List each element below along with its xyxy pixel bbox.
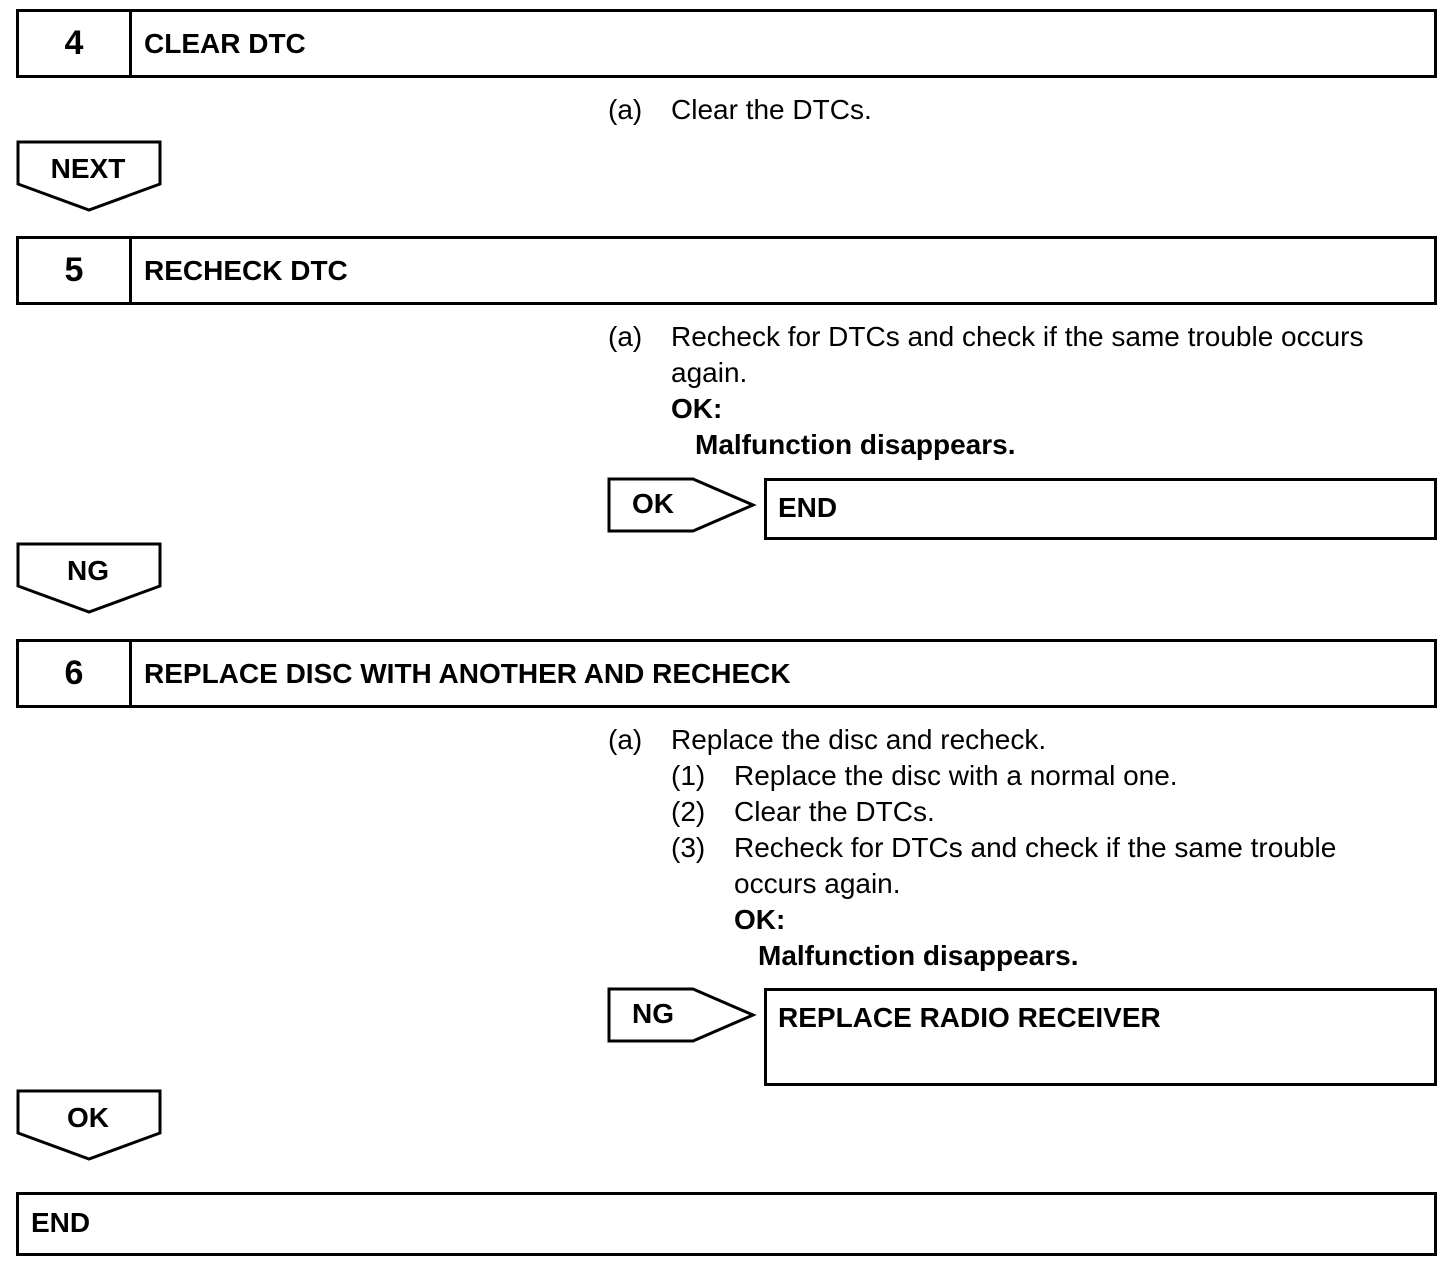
next-arrow-label: NEXT [50,153,126,184]
step-5-ok-label: OK: [671,393,723,424]
replace-radio-receiver-box: REPLACE RADIO RECEIVER [764,988,1437,1086]
ok-arrow-shape [16,1089,162,1161]
ok-arrow-label: OK [67,1102,109,1133]
step-6-sub-1-text: Replace the disc with a normal one. [734,760,1178,791]
end-result-label: END [778,492,838,523]
step-5-header: 5 RECHECK DTC [16,236,1437,305]
step-5-a-marker: (a) [608,321,643,352]
step-4-a-text: Clear the DTCs. [671,94,872,125]
step-6-sub-3-text: Recheck for DTCs and check if the same t… [734,832,1337,863]
step-6-header: 6 REPLACE DISC WITH ANOTHER AND RECHECK [16,639,1437,708]
step-title: CLEAR DTC [144,27,306,59]
step-5-a-line1: Recheck for DTCs and check if the same t… [671,321,1364,352]
step-6-sub-1-marker: (1) [671,760,706,791]
replace-radio-receiver-label: REPLACE RADIO RECEIVER [778,1002,1161,1033]
final-end-box: END [16,1192,1437,1256]
step-6-sub-3-marker: (3) [671,832,706,863]
next-arrow-shape [16,140,162,212]
step-6-a-text: Replace the disc and recheck. [671,724,1047,755]
step-5-ok-result: Malfunction disappears. [695,429,1016,460]
step-6-ok-label: OK: [734,904,786,935]
ok-branch-arrow-shape [607,477,757,533]
step-4-a-marker: (a) [608,94,643,125]
step-title: REPLACE DISC WITH ANOTHER AND RECHECK [144,657,791,689]
step-5-a-line2: again. [671,357,748,388]
step-number: 5 [19,239,132,302]
final-end-label: END [31,1207,91,1238]
ng-branch-arrow-shape [607,987,757,1043]
step-6-sub-3-line2: occurs again. [734,868,901,899]
ng-arrow-label: NG [67,555,109,586]
step-6-a-marker: (a) [608,724,643,755]
end-result-box: END [764,478,1437,540]
step-number: 4 [19,12,132,75]
ng-arrow-shape [16,542,162,614]
step-4-header: 4 CLEAR DTC [16,9,1437,78]
ng-branch-arrow-label: NG [632,998,674,1029]
step-6-ok-result: Malfunction disappears. [758,940,1079,971]
step-6-sub-2-text: Clear the DTCs. [734,796,935,827]
step-6-sub-2-marker: (2) [671,796,706,827]
step-title: RECHECK DTC [144,254,348,286]
step-number: 6 [19,642,132,705]
ok-branch-arrow-label: OK [632,488,674,519]
